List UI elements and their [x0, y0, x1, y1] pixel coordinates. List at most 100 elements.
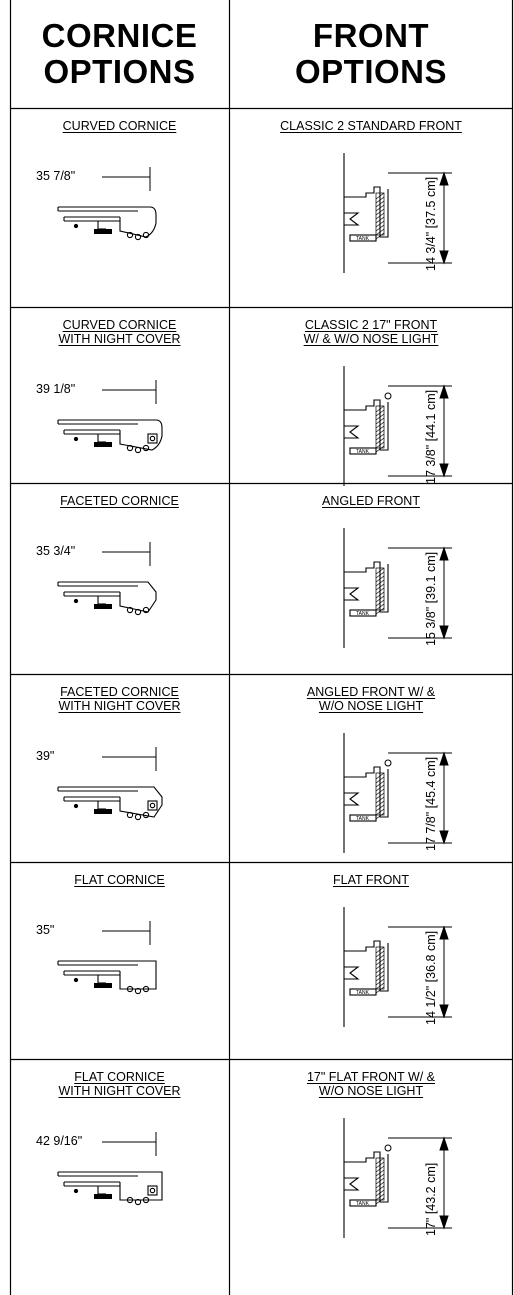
tank-label: TANK: [356, 1201, 370, 1207]
cornice-dimension-label: 35": [36, 923, 58, 937]
cornice-option-cell: FLAT CORNICE 35": [10, 863, 229, 1060]
front-option-title: 17" FLAT FRONT W/ &W/O NOSE LIGHT: [229, 1070, 513, 1098]
cornice-profile: [57, 581, 157, 616]
cornice-option-title-line: FLAT CORNICE: [74, 873, 165, 887]
cornice-front-edge: [119, 1171, 163, 1201]
tank-label: TANK: [356, 449, 370, 455]
cornice-option-title: FLAT CORNICE: [10, 873, 229, 887]
front-dimension-arrow: [388, 751, 452, 845]
front-option-title-line: CLASSIC 2 17" FRONT: [304, 318, 438, 332]
tank-label: TANK: [356, 816, 370, 822]
cornice-header-line2: OPTIONS: [43, 53, 196, 90]
light-fixture-bar: [94, 983, 112, 988]
cornice-front-edge: [119, 960, 157, 990]
cornice-dimension-label: 39": [36, 749, 58, 763]
front-dimension-arrow: [388, 171, 452, 265]
cornice-dimension-label: 35 3/4": [36, 544, 79, 558]
front-option-title-line: W/O NOSE LIGHT: [318, 1084, 424, 1098]
cornice-front-edge: [119, 581, 157, 613]
front-profile: [343, 366, 389, 486]
front-option-title: FLAT FRONT: [229, 873, 513, 887]
cornice-option-title-line: FLAT CORNICE: [74, 1070, 165, 1084]
light-fixture-bar: [94, 604, 112, 609]
cornice-front-edge: [119, 786, 163, 818]
cornice-profile: [57, 206, 157, 241]
dimension-leader: [102, 542, 151, 566]
front-dimension-arrow: [388, 384, 452, 478]
front-dimension-arrow: [388, 925, 452, 1019]
front-option-cell: ANGLED FRONT W/ &W/O NOSE LIGHT TANK 17 7/…: [229, 675, 513, 863]
cornice-option-title-line: WITH NIGHT COVER: [58, 699, 181, 713]
cornice-profile: [57, 960, 157, 995]
front-dimension-arrow: [388, 1136, 452, 1230]
cornice-option-title-line: WITH NIGHT COVER: [58, 1084, 181, 1098]
front-panel-hatch: [375, 772, 385, 820]
cornice-header-line1: CORNICE: [41, 17, 198, 54]
cornice-option-title-line: CURVED CORNICE: [62, 318, 177, 332]
cornice-drawing: [57, 921, 157, 995]
front-option-cell: 17" FLAT FRONT W/ &W/O NOSE LIGHT TANK 17"…: [229, 1060, 513, 1295]
front-profile: [343, 733, 389, 853]
front-profile: [343, 528, 389, 648]
cornice-dimension-label: 39 1/8": [36, 382, 79, 396]
cornice-profile: [57, 1171, 163, 1206]
front-option-title-line: CLASSIC 2 STANDARD FRONT: [280, 119, 462, 133]
front-drawing: TANK: [343, 907, 452, 1027]
front-option-title-line: W/ & W/O NOSE LIGHT: [303, 332, 439, 346]
cornice-drawing: [57, 747, 163, 821]
cornice-drawing: [57, 380, 163, 454]
dimension-leader: [102, 167, 151, 191]
cornice-option-title-line: FACETED CORNICE: [60, 685, 179, 699]
cornice-profile: [57, 419, 163, 454]
cornice-option-cell: FACETED CORNICE 35 3/4": [10, 484, 229, 675]
front-option-title-line: 17" FLAT FRONT W/ &: [306, 1070, 436, 1084]
cornice-drawing: [57, 1132, 163, 1206]
dimension-leader: [102, 1132, 157, 1156]
light-fixture-bar: [94, 1194, 112, 1199]
tank-label: TANK: [356, 611, 370, 617]
cornice-dimension-label: 35 7/8": [36, 169, 79, 183]
dimension-leader: [102, 921, 151, 945]
front-header-line1: FRONT: [312, 17, 430, 54]
front-dimension-arrow: [388, 546, 452, 640]
cornice-dimension-label: 42 9/16": [36, 1134, 86, 1148]
front-option-title: ANGLED FRONT: [229, 494, 513, 508]
cornice-front-edge: [119, 419, 163, 451]
front-option-title: ANGLED FRONT W/ &W/O NOSE LIGHT: [229, 685, 513, 713]
dimension-leader: [102, 380, 157, 404]
front-dimension-label: 17 7/8" [45.4 cm]: [424, 756, 438, 851]
front-header-line2: OPTIONS: [294, 53, 448, 90]
tank-label: TANK: [356, 990, 370, 996]
front-drawing: TANK: [343, 366, 452, 486]
cornice-options-header: CORNICE OPTIONS: [10, 0, 229, 108]
front-panel-hatch: [375, 567, 385, 615]
front-profile: [343, 1118, 389, 1238]
front-drawing: TANK: [343, 153, 452, 273]
cornice-profile: [57, 786, 163, 821]
nose-light-icon: [384, 1144, 392, 1152]
front-profile: [343, 153, 389, 273]
front-option-cell: FLAT FRONT TANK 14 1/2" [36.8 cm]: [229, 863, 513, 1060]
front-option-title-line: ANGLED FRONT: [322, 494, 420, 508]
front-panel-hatch: [375, 192, 385, 240]
dimension-leader: [102, 747, 157, 771]
light-fixture-bar: [94, 229, 112, 234]
cornice-front-edge: [119, 206, 157, 238]
cornice-option-title-line: FACETED CORNICE: [60, 494, 179, 508]
front-profile: [343, 907, 389, 1027]
front-panel-hatch: [375, 946, 385, 994]
light-fixture-bar: [94, 442, 112, 447]
front-panel-hatch: [375, 1157, 385, 1205]
front-drawing: TANK: [343, 1118, 452, 1238]
front-dimension-label: 14 1/2" [36.8 cm]: [424, 930, 438, 1025]
